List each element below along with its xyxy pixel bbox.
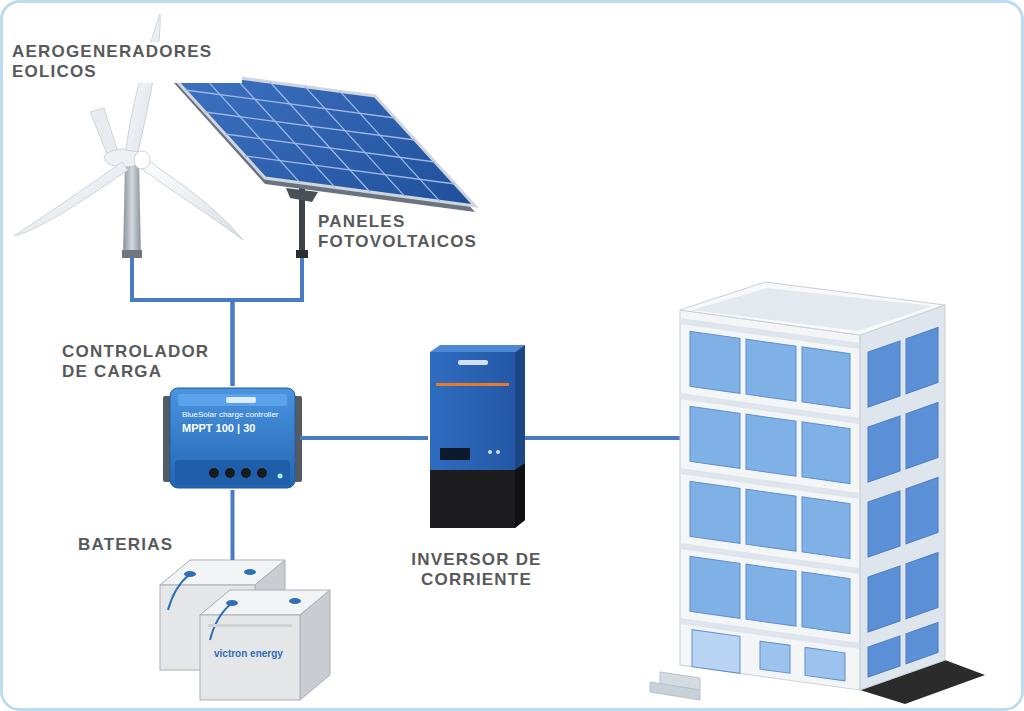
power-wire <box>233 258 303 386</box>
inverter-drawing <box>430 345 525 528</box>
building-drawing <box>650 282 985 704</box>
power-inverter: INVERSOR DE CORRIENTE <box>428 345 525 531</box>
battery-drawing <box>160 560 330 700</box>
device-label: INVERSOR DE CORRIENTE <box>389 550 564 591</box>
wind-turbine: AEROGENERADORES EOLICOS <box>59 20 205 258</box>
battery-bank: BATERIAS <box>160 560 335 702</box>
power-wire <box>231 490 235 560</box>
charge-controller-drawing <box>163 388 302 488</box>
power-wire <box>300 436 428 440</box>
device-label: AEROGENERADORES EOLICOS <box>12 42 242 83</box>
power-wire <box>525 436 684 440</box>
brand-mark: victron energy <box>214 648 283 659</box>
model-number: MPPT 100 | 30 <box>182 422 255 434</box>
charge-controller: CONTROLADOR DE CARGA <box>165 386 300 490</box>
device-label: BATERIAS <box>78 535 188 555</box>
device-label: PANELES FOTOVOLTAICOS <box>318 212 518 253</box>
solar-panel: PANELES FOTOVOLTAICOS <box>220 65 384 258</box>
device-caption: BlueSolar charge controller <box>182 411 279 420</box>
device-label: CONTROLADOR DE CARGA <box>62 342 227 383</box>
